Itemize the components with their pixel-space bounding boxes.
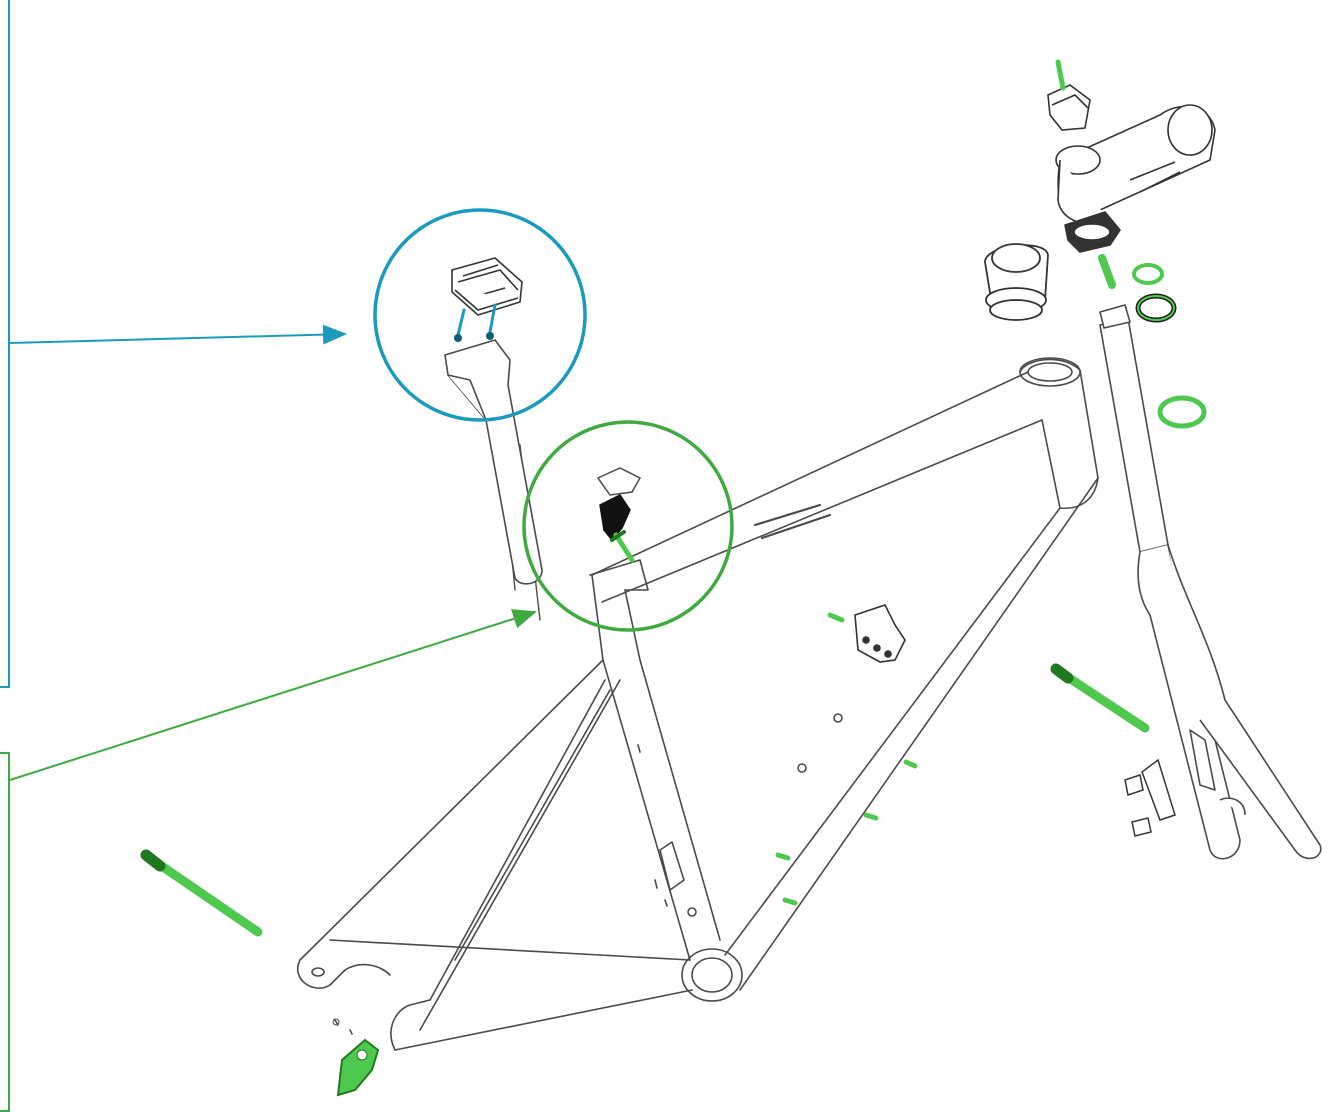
front-thru-axle	[1050, 663, 1150, 733]
saddle-clamp-bolts	[454, 303, 497, 342]
seatpost	[444, 339, 543, 585]
derailleur-hanger	[332, 1018, 380, 1097]
seatpost-callout-box	[0, 0, 10, 688]
stem-faceplate	[1047, 84, 1091, 131]
top-tube-cable-guide	[854, 604, 906, 663]
seatpost-head-callout-circle	[373, 208, 587, 422]
saddle-clamp	[451, 257, 523, 316]
seat-clamp-wedge	[596, 467, 642, 563]
seat-clamp-callout-arrow	[9, 609, 537, 781]
frame	[297, 357, 1099, 1051]
bottle-cage-bolts	[775, 612, 918, 906]
rear-thru-axle	[140, 849, 263, 937]
seatpost-callout-arrow	[9, 324, 347, 345]
stem	[1055, 104, 1216, 253]
expander-plug	[1098, 254, 1116, 289]
fork	[1099, 304, 1322, 860]
fork-mount-hardware	[1124, 758, 1176, 837]
headset-cups	[984, 243, 1049, 321]
faceplate-bolt	[1055, 59, 1066, 91]
seat-clamp-callout-circle	[522, 420, 734, 632]
headset-bearings	[1132, 263, 1207, 429]
